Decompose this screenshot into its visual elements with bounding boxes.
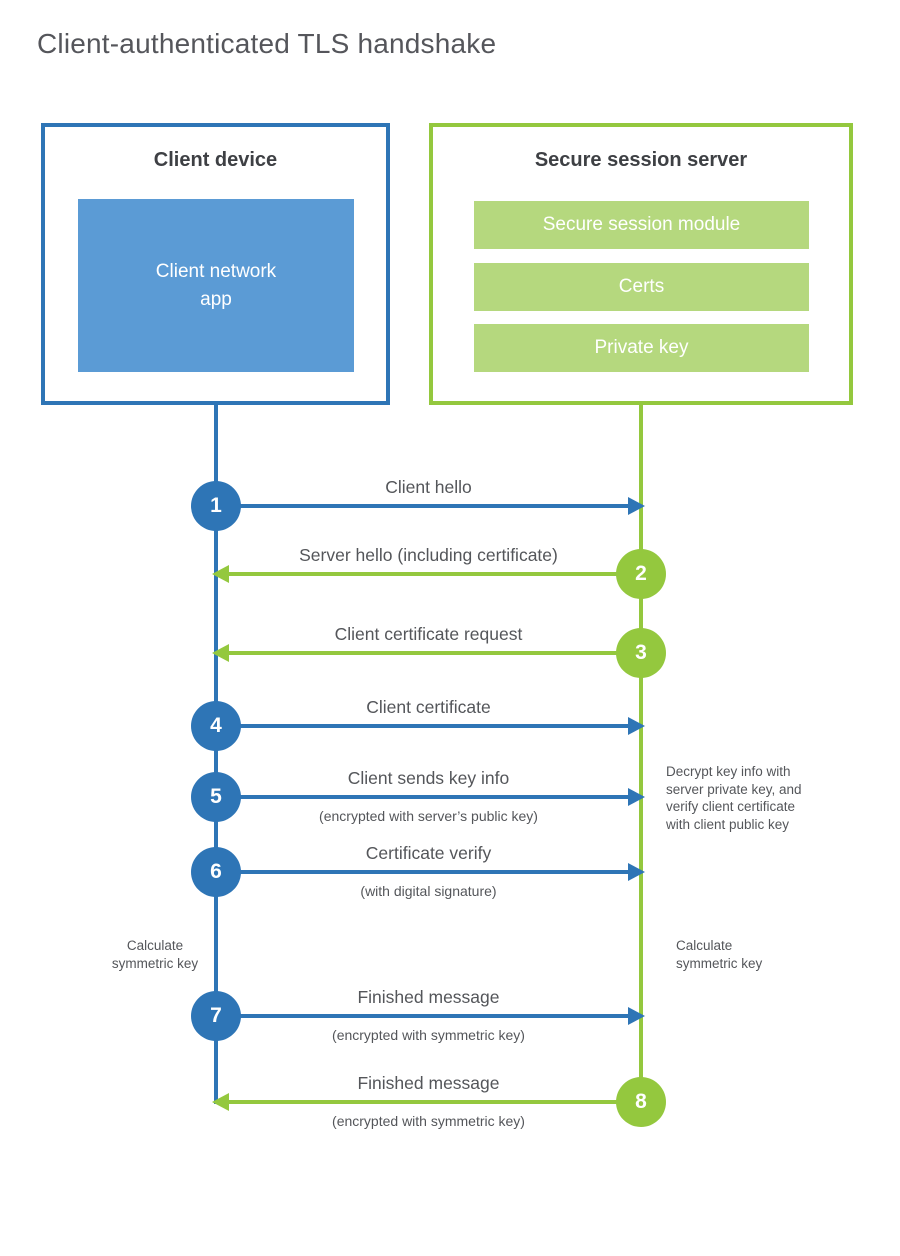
step-circle: 5 bbox=[191, 772, 241, 822]
arrow-shaft bbox=[216, 724, 630, 728]
step-number: 5 bbox=[210, 785, 222, 808]
step-number: 8 bbox=[635, 1090, 647, 1113]
step-circle: 4 bbox=[191, 701, 241, 751]
step-circle: 2 bbox=[616, 549, 666, 599]
arrow-shaft bbox=[216, 1014, 630, 1018]
arrow-shaft bbox=[216, 795, 630, 799]
message-arrow-right bbox=[216, 497, 645, 515]
message-sublabel: (encrypted with symmetric key) bbox=[332, 1113, 525, 1129]
message-label: Server hello (including certificate) bbox=[299, 545, 558, 565]
message-arrow-right bbox=[216, 863, 645, 881]
step-number: 4 bbox=[210, 714, 222, 737]
calculate-key-note-client: Calculate symmetric key bbox=[111, 938, 199, 971]
arrow-head-icon bbox=[628, 497, 645, 515]
step-number: 7 bbox=[210, 1004, 222, 1027]
secure-session-server-box: Secure session server Secure session mod… bbox=[429, 123, 853, 405]
client-device-box: Client device Client network app bbox=[41, 123, 390, 405]
arrow-head-icon bbox=[628, 1007, 645, 1025]
message-label: Client sends key info bbox=[347, 768, 510, 788]
step-number: 6 bbox=[210, 860, 222, 883]
step-number: 2 bbox=[635, 562, 647, 585]
step-circle: 1 bbox=[191, 481, 241, 531]
decrypt-key-note: Decrypt key info with server private key… bbox=[666, 764, 802, 832]
arrow-shaft bbox=[227, 572, 641, 576]
message-sublabel: (encrypted with symmetric key) bbox=[332, 1027, 525, 1043]
step-circle: 8 bbox=[616, 1077, 666, 1127]
secure-session-server-header: Secure session server bbox=[534, 149, 748, 171]
step-circle: 6 bbox=[191, 847, 241, 897]
message-label: Client hello bbox=[385, 477, 472, 497]
message-label: Client certificate bbox=[366, 697, 491, 717]
calculate-key-note-server: Calculate symmetric key bbox=[676, 938, 763, 971]
arrow-head-icon bbox=[628, 863, 645, 881]
arrow-shaft bbox=[216, 870, 630, 874]
arrow-head-icon bbox=[212, 644, 229, 662]
message-label: Client certificate request bbox=[334, 624, 523, 644]
page-title: Client-authenticated TLS handshake bbox=[37, 28, 497, 59]
message-label: Certificate verify bbox=[365, 843, 492, 863]
message-arrow-left bbox=[212, 565, 641, 583]
message-sublabel: (with digital signature) bbox=[360, 883, 497, 899]
message-arrow-left bbox=[212, 1093, 641, 1111]
server-module-secure-session: Secure session module bbox=[474, 201, 809, 249]
message-label: Finished message bbox=[357, 1073, 500, 1093]
arrow-head-icon bbox=[628, 717, 645, 735]
message-label: Finished message bbox=[357, 987, 500, 1007]
client-network-app-module: Client network app bbox=[78, 199, 354, 372]
arrow-head-icon bbox=[628, 788, 645, 806]
step-circle: 7 bbox=[191, 991, 241, 1041]
message-arrow-right bbox=[216, 788, 645, 806]
message-arrow-left bbox=[212, 644, 641, 662]
step-number: 3 bbox=[635, 641, 647, 664]
client-lifeline bbox=[214, 404, 218, 1104]
arrow-shaft bbox=[216, 504, 630, 508]
server-lifeline bbox=[639, 404, 643, 1104]
client-device-header: Client device bbox=[153, 149, 278, 171]
arrow-shaft bbox=[227, 1100, 641, 1104]
message-sublabel: (encrypted with server’s public key) bbox=[319, 808, 538, 824]
arrow-head-icon bbox=[212, 565, 229, 583]
arrow-head-icon bbox=[212, 1093, 229, 1111]
arrow-shaft bbox=[227, 651, 641, 655]
server-module-certs: Certs bbox=[474, 263, 809, 311]
message-arrow-right bbox=[216, 717, 645, 735]
step-number: 1 bbox=[210, 494, 222, 517]
message-arrow-right bbox=[216, 1007, 645, 1025]
step-circle: 3 bbox=[616, 628, 666, 678]
server-module-private-key: Private key bbox=[474, 324, 809, 372]
